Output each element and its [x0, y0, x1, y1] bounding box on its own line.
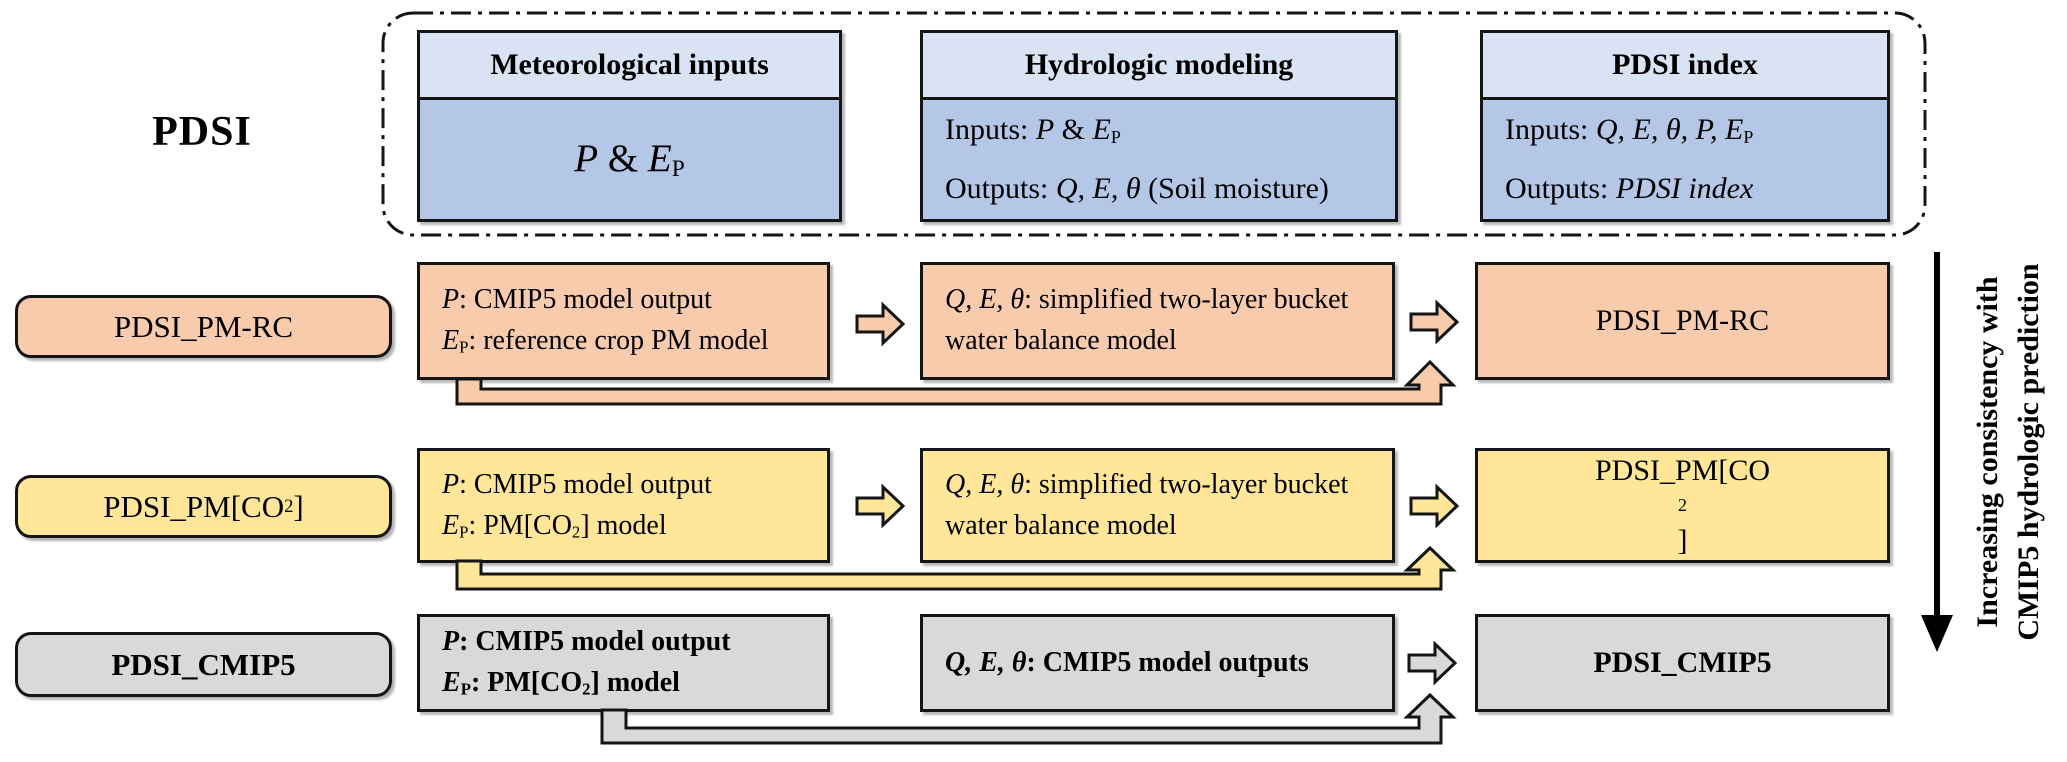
hydro-inputs-line: Inputs: P & EP [945, 113, 1121, 147]
consistency-axis-label-line2: CMIP5 hydrologic prediction [2012, 263, 2045, 641]
hydro-box-line: Q, E, θ: simplified two-layer bucket [945, 468, 1349, 500]
met-box-line: P: CMIP5 model output [442, 284, 712, 316]
hydro-modeling-panel: Hydrologic modeling Inputs: P & EP Outpu… [920, 30, 1398, 222]
hydro-outputs-line: Outputs: Q, E, θ (Soil moisture) [945, 171, 1329, 205]
flow-arrow-row3-hydro-to-index [1407, 640, 1458, 686]
consistency-arrow-head [1921, 615, 1953, 652]
hydro-box-pdsi-cmip5: Q, E, θ: CMIP5 model outputs [920, 614, 1395, 712]
met-box-line: EP: reference crop PM model [442, 325, 769, 357]
flow-arrow-row2-met-to-hydro [855, 483, 906, 529]
met-box-line: EP: PM[CO2] model [442, 667, 680, 699]
met-inputs-header: Meteorological inputs [420, 33, 839, 100]
pdsi-inputs-line: Inputs: Q, E, θ, P, EP [1505, 113, 1754, 147]
met-box-pdsi-cmip5: P: CMIP5 model output EP: PM[CO2] model [417, 614, 830, 712]
consistency-axis-label-line1: Increasing consistency with [1970, 276, 2004, 628]
row-label-pdsi-cmip5: PDSI_CMIP5 [15, 632, 392, 697]
met-box-line: EP: PM[CO2] model [442, 509, 667, 542]
met-box-pdsi-pm-rc: P: CMIP5 model output EP: reference crop… [417, 262, 830, 380]
flow-arrow-row2-hydro-to-index [1409, 483, 1460, 529]
met-inputs-panel: Meteorological inputs P & EP [417, 30, 842, 222]
hydro-box-pdsi-pm-co2: Q, E, θ: simplified two-layer bucket wat… [920, 448, 1395, 563]
consistency-axis-label: Increasing consistency with CMIP5 hydrol… [1966, 232, 2050, 672]
pdsi-outputs-line: Outputs: PDSI index [1505, 171, 1754, 205]
pdsi-index-panel: PDSI index Inputs: Q, E, θ, P, EP Output… [1480, 30, 1890, 222]
flow-arrow-row1-met-to-hydro [855, 301, 906, 347]
hydro-box-line: water balance model [945, 325, 1177, 356]
met-box-line: P: CMIP5 model output [442, 468, 712, 500]
met-box-line: P: CMIP5 model output [442, 626, 731, 658]
met-inputs-variables: P & EP [574, 136, 685, 183]
met-inputs-body: P & EP [420, 100, 839, 219]
pdsi-index-header: PDSI index [1483, 33, 1887, 100]
hydro-modeling-header: Hydrologic modeling [923, 33, 1395, 100]
index-box-pdsi-cmip5: PDSI_CMIP5 [1475, 614, 1890, 712]
pdsi-index-body: Inputs: Q, E, θ, P, EP Outputs: PDSI ind… [1483, 100, 1887, 219]
hydro-box-pdsi-pm-rc: Q, E, θ: simplified two-layer bucket wat… [920, 262, 1395, 380]
diagram-title: PDSI [152, 109, 252, 155]
hydro-modeling-body: Inputs: P & EP Outputs: Q, E, θ (Soil mo… [923, 100, 1395, 219]
hydro-box-line: water balance model [945, 509, 1177, 541]
row-label-pdsi-pm-rc: PDSI_PM-RC [15, 295, 392, 358]
hydro-box-line: Q, E, θ: simplified two-layer bucket [945, 284, 1349, 316]
flow-arrow-row1-hydro-to-index [1409, 299, 1460, 345]
met-box-pdsi-pm-co2: P: CMIP5 model output EP: PM[CO2] model [417, 448, 830, 563]
index-box-pdsi-pm-rc: PDSI_PM-RC [1475, 262, 1890, 380]
hydro-box-line: Q, E, θ: CMIP5 model outputs [945, 646, 1309, 678]
